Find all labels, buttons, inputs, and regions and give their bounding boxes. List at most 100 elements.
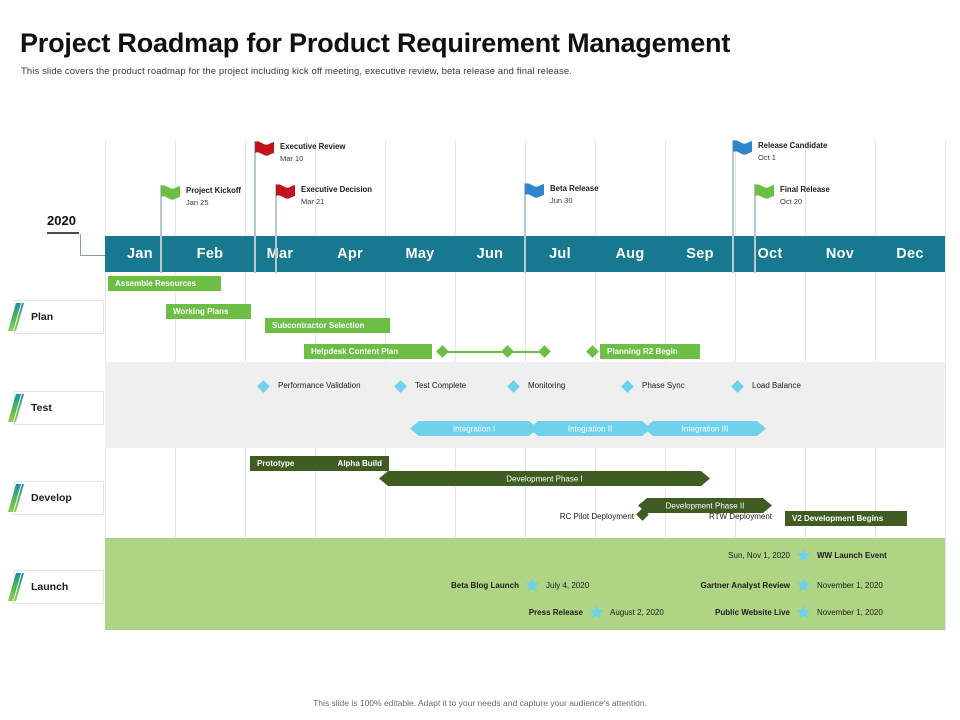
flag-banner-icon [755,184,774,201]
lane-label-launch[interactable]: Launch [8,570,104,604]
test-arrow-integration-1[interactable]: Integration I [410,421,538,436]
flag-pole-icon [754,184,756,273]
flag-title: Project Kickoff [186,186,242,195]
flag-pole-icon [524,183,526,273]
month-cell-oct[interactable]: Oct [757,246,783,262]
test-arrow-integration-3[interactable]: Integration III [644,421,766,436]
plan-bar-assemble-resources[interactable]: Assemble Resources [108,276,221,291]
lane-label-text: Test [31,402,52,414]
flag-date: Oct 20 [780,197,803,206]
launch-right-public-website-live: November 1, 2020 [817,608,883,617]
plan-connector-line [437,351,549,353]
launch-star-public-website-live[interactable] [796,605,811,620]
launch-left-public-website-live: Public Website Live [715,608,790,617]
launch-left-gartner-analyst-review: Gartner Analyst Review [700,581,790,590]
flag-banner-icon [255,141,274,158]
flag-pole-icon [732,140,734,273]
plan-diamond-plan-node-1[interactable] [436,345,449,358]
month-cell-feb[interactable]: Feb [196,246,224,262]
test-label-monitoring: Monitoring [528,381,566,390]
plan-bar-working-plans[interactable]: Working Plans [166,304,251,319]
page-subtitle: This slide covers the product roadmap fo… [21,66,573,77]
test-label-load-balance: Load Balance [752,381,801,390]
month-cell-jun[interactable]: Jun [476,246,504,262]
lane-stripe-icon [5,483,27,513]
launch-right-gartner-analyst-review: November 1, 2020 [817,581,883,590]
bar-label: Working Plans [173,307,229,316]
launch-left-beta-blog-launch: Beta Blog Launch [450,581,519,590]
lane-label-text: Develop [31,492,72,504]
plan-diamond-plan-node-4[interactable] [586,345,599,358]
lane-label-text: Launch [31,581,69,593]
month-cell-mar[interactable]: Mar [266,246,294,262]
launch-left-ww-launch-event: Sun, Nov 1, 2020 [728,551,790,560]
gridline-12 [945,140,946,630]
lane-label-text: Plan [31,311,54,323]
flag-banner-icon [276,184,295,201]
month-cell-jan[interactable]: Jan [127,246,153,262]
flag-date: Mar 10 [280,154,304,163]
flag-banner-icon [733,140,752,157]
bar-label: V2 Development Begins [792,514,884,523]
flag-pole-icon [275,184,277,273]
flag-title: Beta Release [550,184,599,193]
flag-title: Release Candidate [758,141,828,150]
test-label-performance-validation: Performance Validation [278,381,361,390]
bar-label: Planning R2 Begin [607,347,678,356]
lane-label-plan[interactable]: Plan [8,300,104,334]
lane-stripe-icon [5,572,27,602]
launch-right-press-release: August 2, 2020 [610,608,664,617]
bar-label: Helpdesk Content Plan [311,347,399,356]
bar-label: Assemble Resources [115,279,196,288]
year-label: 2020 [47,213,76,228]
month-cell-nov[interactable]: Nov [825,246,855,262]
lane-label-test[interactable]: Test [8,391,104,425]
flag-date: Jan 25 [186,198,209,207]
lane-stripe-icon [5,302,27,332]
lane-stripe-icon [5,393,27,423]
flag-title: Final Release [780,185,830,194]
lane-label-develop[interactable]: Develop [8,481,104,515]
launch-star-beta-blog-launch[interactable] [525,578,540,593]
month-cell-jul[interactable]: Jul [549,246,571,262]
month-cell-apr[interactable]: Apr [337,246,363,262]
plan-diamond-plan-node-3[interactable] [538,345,551,358]
plan-bar-planning-r2-begin[interactable]: Planning R2 Begin [600,344,700,359]
bar-label-left: Prototype [257,459,295,468]
month-cell-may[interactable]: May [405,246,435,262]
bar-label: Subcontractor Selection [272,321,365,330]
year-underline [47,232,79,234]
launch-star-ww-launch-event[interactable] [796,548,811,563]
flag-date: Jun 30 [550,196,573,205]
launch-star-press-release[interactable] [589,605,604,620]
flag-date: Mar 21 [301,197,325,206]
month-cell-dec[interactable]: Dec [896,246,924,262]
flag-pole-icon [254,141,256,273]
month-cell-aug[interactable]: Aug [615,246,645,262]
page-title: Project Roadmap for Product Requirement … [20,28,731,58]
test-label-phase-sync: Phase Sync [642,381,685,390]
bar-label-right: Alpha Build [337,459,382,468]
plan-diamond-plan-node-2[interactable] [501,345,514,358]
develop-arrow-development-phase-2[interactable]: Development Phase II [638,498,772,513]
month-cell-sep[interactable]: Sep [686,246,714,262]
develop-bar-prototype-alpha-build[interactable]: Prototype Alpha Build [250,456,389,471]
launch-left-press-release: Press Release [528,608,583,617]
develop-label-rtw-deployment: RTW Deployment [709,512,772,521]
flag-banner-icon [525,183,544,200]
develop-label-rc-pilot-deployment: RC Pilot Deployment [559,512,634,521]
test-arrow-integration-2[interactable]: Integration II [529,421,651,436]
year-connector [80,234,106,256]
plan-bar-subcontractor-selection[interactable]: Subcontractor Selection [265,318,390,333]
flag-title: Executive Review [280,142,346,151]
launch-right-ww-launch-event: WW Launch Event [817,551,887,560]
develop-bar-v2-development-begins[interactable]: V2 Development Begins [785,511,907,526]
flag-pole-icon [160,185,162,273]
flag-date: Oct 1 [758,153,776,162]
footer-note: This slide is 100% editable. Adapt it to… [313,698,647,708]
plan-bar-helpdesk-content-plan[interactable]: Helpdesk Content Plan [304,344,432,359]
launch-right-beta-blog-launch: July 4, 2020 [546,581,590,590]
launch-star-gartner-analyst-review[interactable] [796,578,811,593]
develop-arrow-development-phase-1[interactable]: Development Phase I [379,471,710,486]
flag-title: Executive Decision [301,185,373,194]
